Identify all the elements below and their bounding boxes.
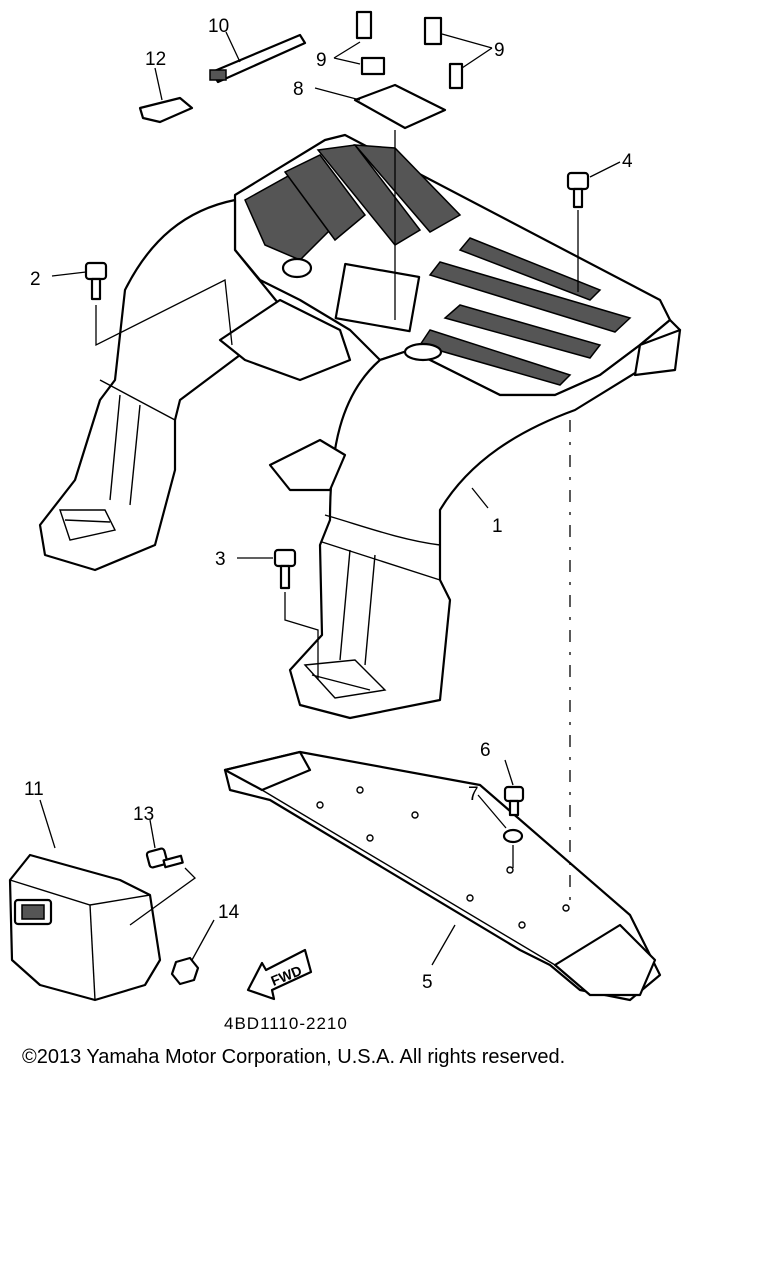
part-damper-1[interactable]	[355, 10, 373, 40]
part-washer-7[interactable]	[502, 828, 524, 844]
callout-3: 3	[215, 549, 226, 570]
callout-9-right: 9	[494, 40, 505, 61]
callout-2: 2	[30, 269, 41, 290]
callout-5: 5	[422, 972, 433, 993]
part-nut-14[interactable]	[170, 956, 200, 986]
part-bolt-2[interactable]	[84, 261, 108, 301]
callout-14: 14	[218, 902, 240, 923]
callout-12: 12	[145, 49, 166, 70]
callout-6: 6	[480, 740, 491, 761]
part-bolt-4[interactable]	[566, 171, 590, 209]
part-battery-box[interactable]	[8, 853, 162, 1002]
callout-10: 10	[208, 16, 229, 37]
part-bolt-3[interactable]	[273, 548, 297, 590]
part-bracket[interactable]	[138, 96, 194, 124]
callout-7: 7	[468, 784, 479, 805]
leader-lines	[39, 31, 621, 966]
exploded-parts-diagram: 1 2 3 4 5 6 7 8 9 9 10 11 12 13 14 FWD	[8, 10, 682, 1002]
callout-8: 8	[293, 79, 304, 100]
callout-1: 1	[492, 516, 503, 537]
part-band-buckle	[209, 69, 227, 81]
part-skid-plate[interactable]	[223, 750, 662, 1002]
callout-4: 4	[622, 151, 633, 172]
part-bolt-6[interactable]	[503, 785, 525, 817]
callout-9-left: 9	[316, 50, 327, 71]
part-damper-2[interactable]	[360, 56, 386, 76]
part-damper-4[interactable]	[448, 62, 464, 90]
callout-11: 11	[24, 779, 44, 800]
part-pad[interactable]	[353, 83, 447, 130]
fwd-arrow-icon: FWD	[246, 948, 313, 1001]
part-fender-carrier[interactable]	[38, 133, 682, 720]
drawing-code: 4BD1110-2210	[224, 1014, 348, 1033]
callout-numbers: 1 2 3 4 5 6 7 8 9 9 10 11 12 13 14	[24, 16, 633, 993]
part-damper-3[interactable]	[423, 16, 443, 46]
part-bolt-13[interactable]	[145, 847, 184, 869]
callout-13: 13	[133, 804, 154, 825]
copyright-notice: ©2013 Yamaha Motor Corporation, U.S.A. A…	[22, 1046, 566, 1068]
